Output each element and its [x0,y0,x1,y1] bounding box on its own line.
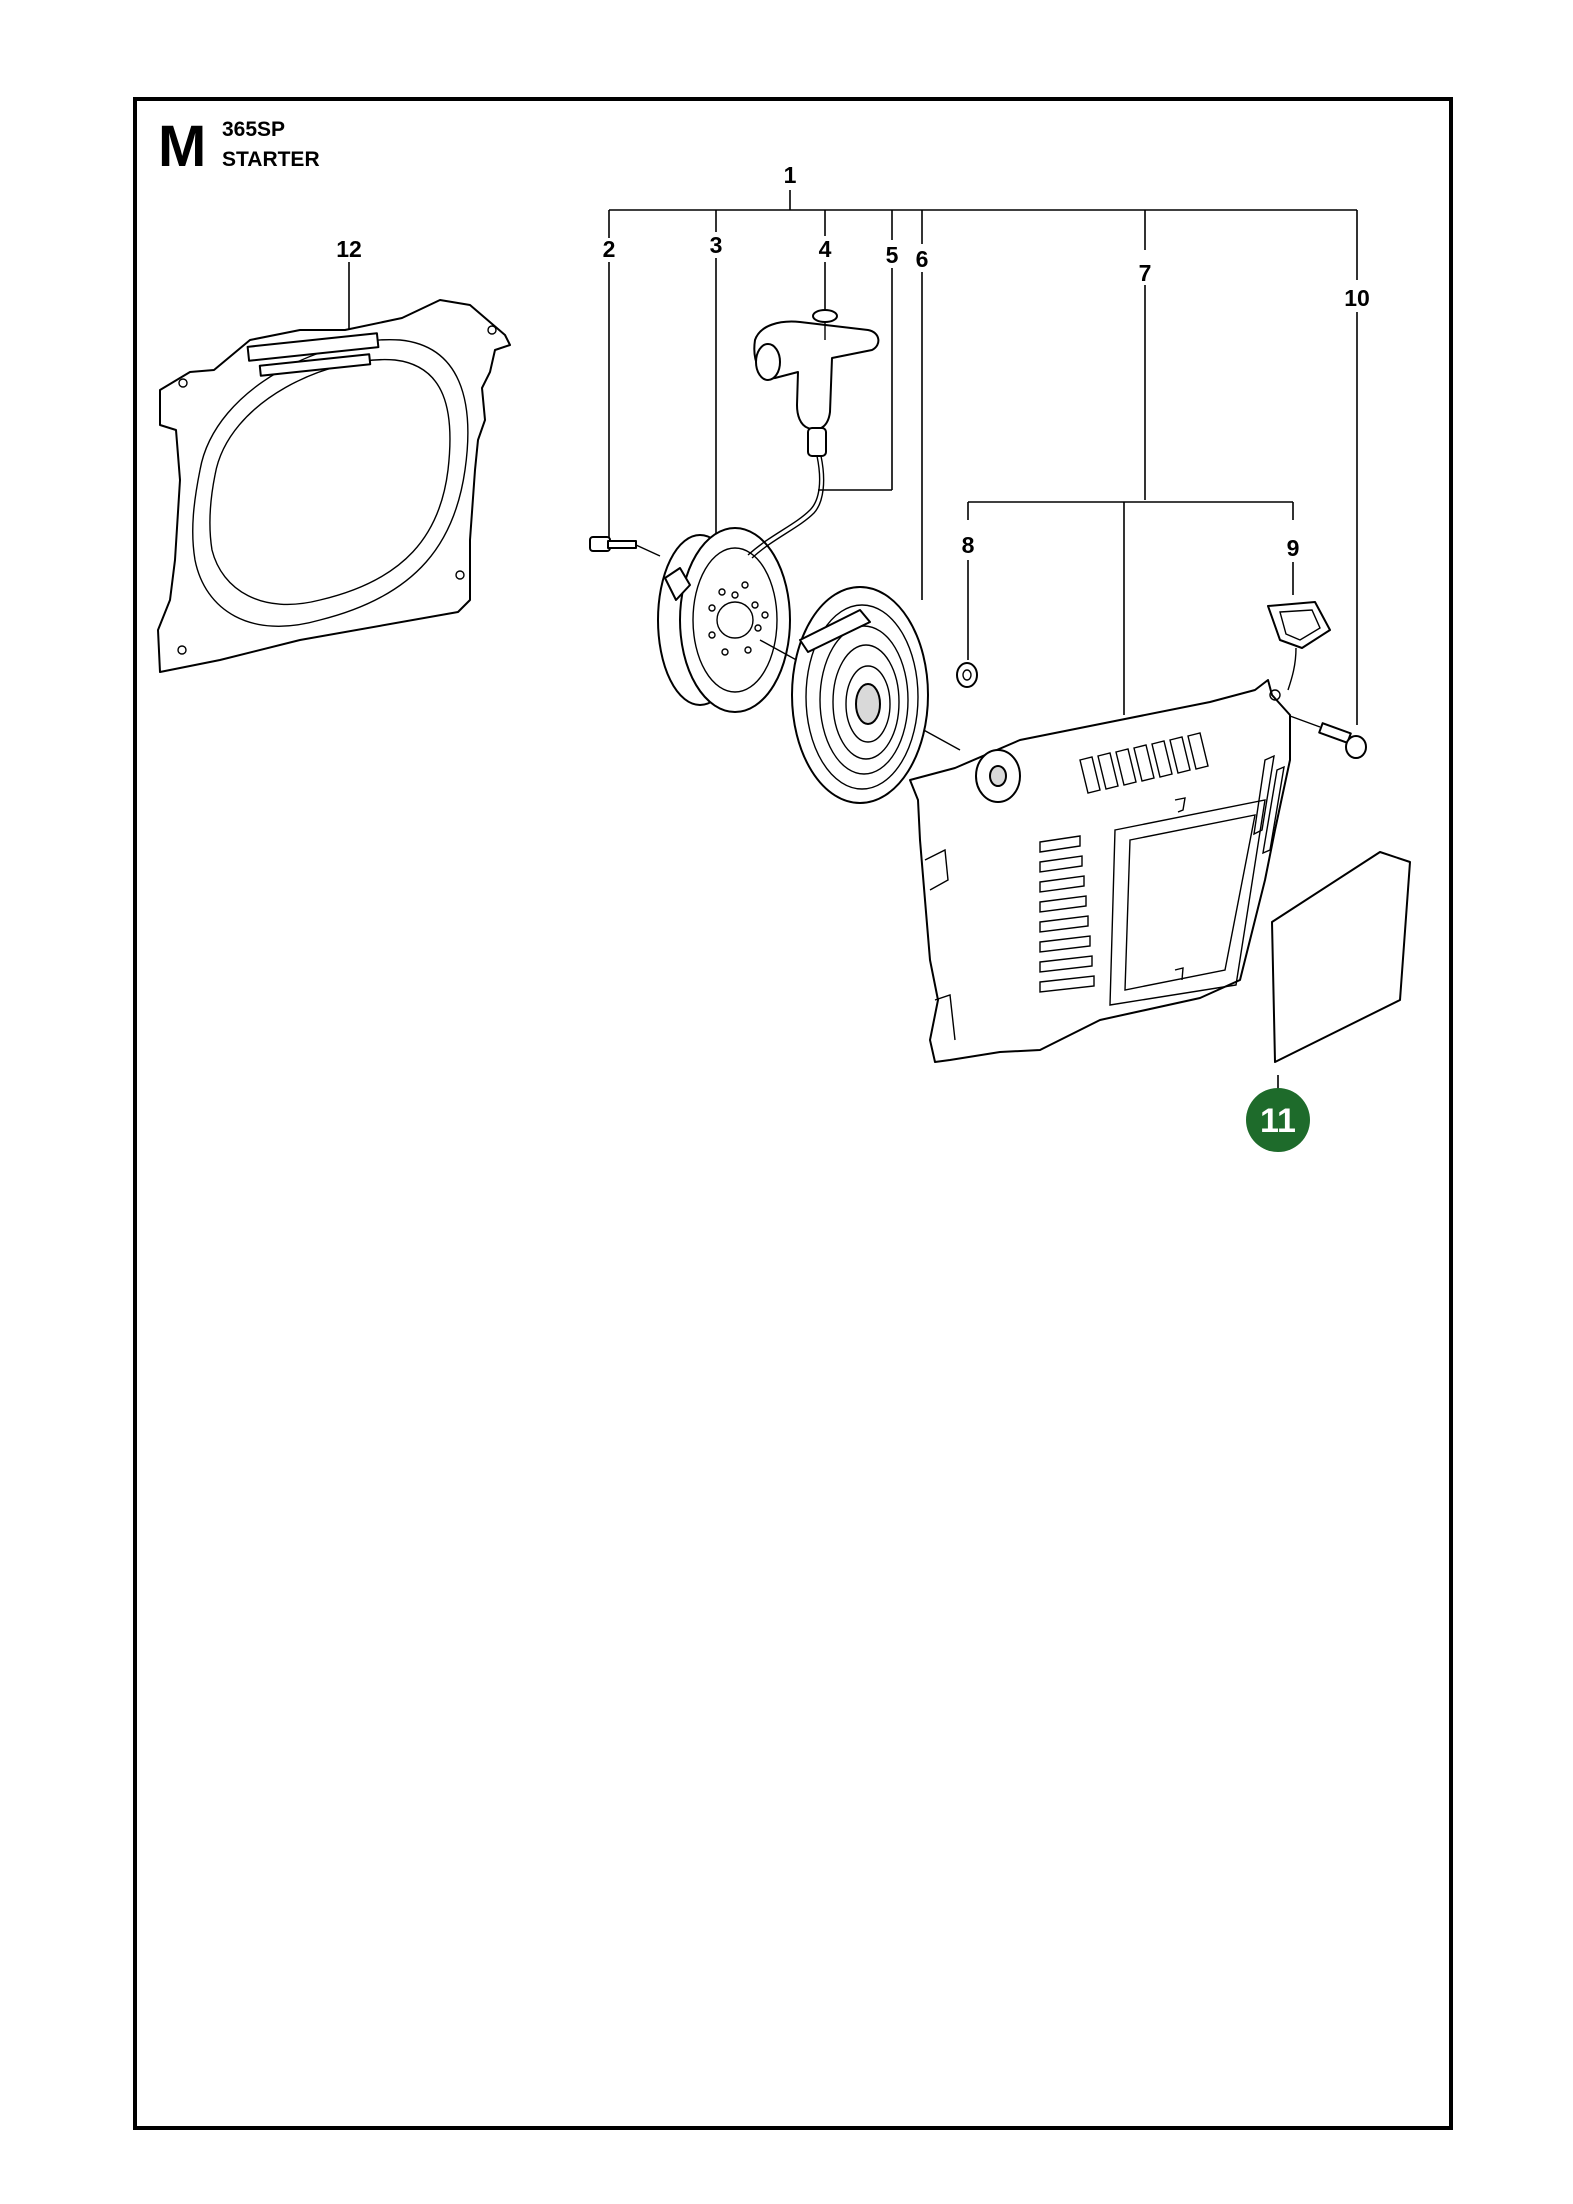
screw-part [589,536,661,557]
callout-11: 11 [1260,1102,1296,1140]
grommet-part [1267,601,1331,691]
callout-9: 9 [1287,535,1300,561]
callout-3: 3 [710,232,723,258]
callout-2: 2 [603,236,616,262]
callout-12: 12 [336,236,362,262]
section-letter: M [158,114,207,179]
nut-part [956,662,978,688]
callout-10: 10 [1344,285,1370,311]
leader-lines [348,190,1358,1090]
callout-8: 8 [962,532,975,558]
decal-part [1271,851,1411,1063]
model-number: 365SP [222,118,286,141]
callout-6: 6 [916,246,929,272]
starter-handle-part [747,309,880,559]
callout-11-highlight-badge [1246,1088,1310,1152]
callout-7: 7 [1139,260,1152,286]
recoil-spring-part [791,586,929,804]
callout-4: 4 [819,236,832,262]
cover-screw-part [1289,715,1367,759]
fan-housing-part [157,299,511,673]
callout-5: 5 [886,242,899,268]
section-title: STARTER [222,148,320,171]
page-frame [133,97,1453,2130]
callout-1: 1 [784,162,797,188]
callout-labels: 1 2 3 4 5 6 7 8 9 10 12 11 [336,162,1370,1152]
starter-cover-part [909,679,1291,1063]
